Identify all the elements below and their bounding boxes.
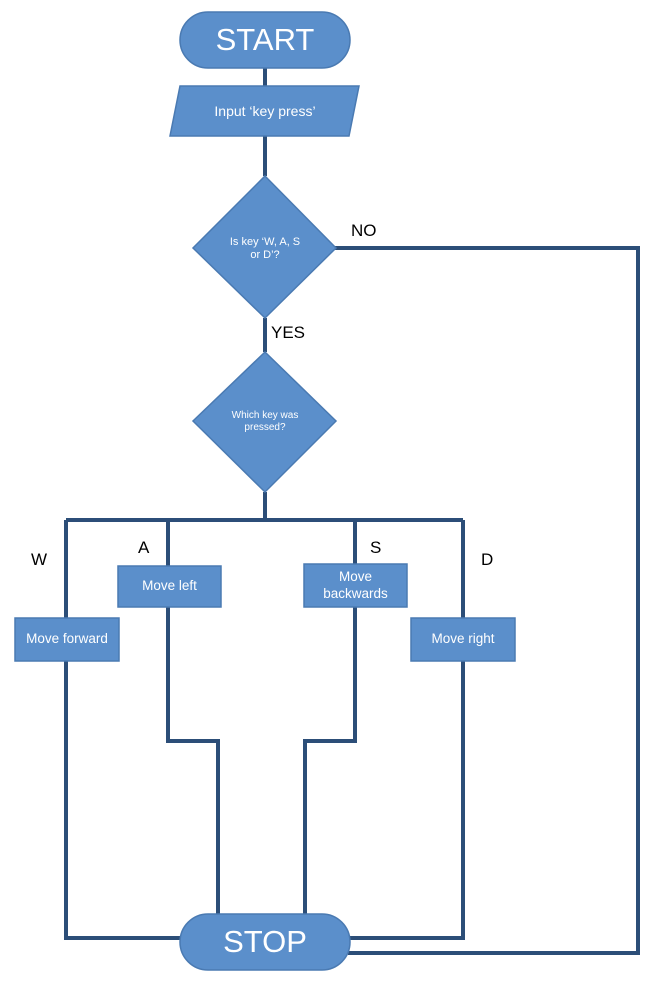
move-backwards-box: [303, 563, 408, 608]
connector-s-to-stop: [303, 607, 357, 914]
s-label: S: [370, 538, 382, 557]
input-label: Input ‘key press’: [214, 102, 316, 119]
yes-label: YES: [271, 323, 306, 342]
connector-no-branch: [334, 246, 640, 955]
move-forward-label: Move forward: [26, 631, 108, 647]
connector-d-to-stop: [348, 661, 465, 940]
key-check-label: Is key ‘W, A, S or D’?: [229, 235, 301, 261]
key-check-diamond: [191, 174, 338, 320]
start-label: START: [215, 22, 315, 58]
stop-terminator: [179, 913, 351, 971]
move-forward-box: [14, 617, 120, 662]
which-key-diamond: [191, 350, 338, 494]
start-terminator: [179, 11, 351, 69]
a-label: A: [138, 538, 150, 557]
connectors: [64, 64, 640, 955]
move-left-box: [117, 565, 222, 608]
move-right-box: [410, 617, 516, 662]
connector-a-to-stop: [166, 607, 220, 914]
which-key-label: Which key was pressed?: [231, 410, 299, 433]
w-label: W: [31, 550, 48, 569]
move-right-label: Move right: [431, 631, 495, 647]
stop-label: STOP: [223, 924, 307, 960]
connector-w-to-stop: [64, 661, 182, 940]
no-label: NO: [351, 221, 377, 240]
d-label: D: [481, 550, 494, 569]
move-left-label: Move left: [142, 578, 197, 594]
input-parallelogram: [169, 85, 360, 137]
move-backwards-label: Move backwards: [323, 569, 388, 601]
